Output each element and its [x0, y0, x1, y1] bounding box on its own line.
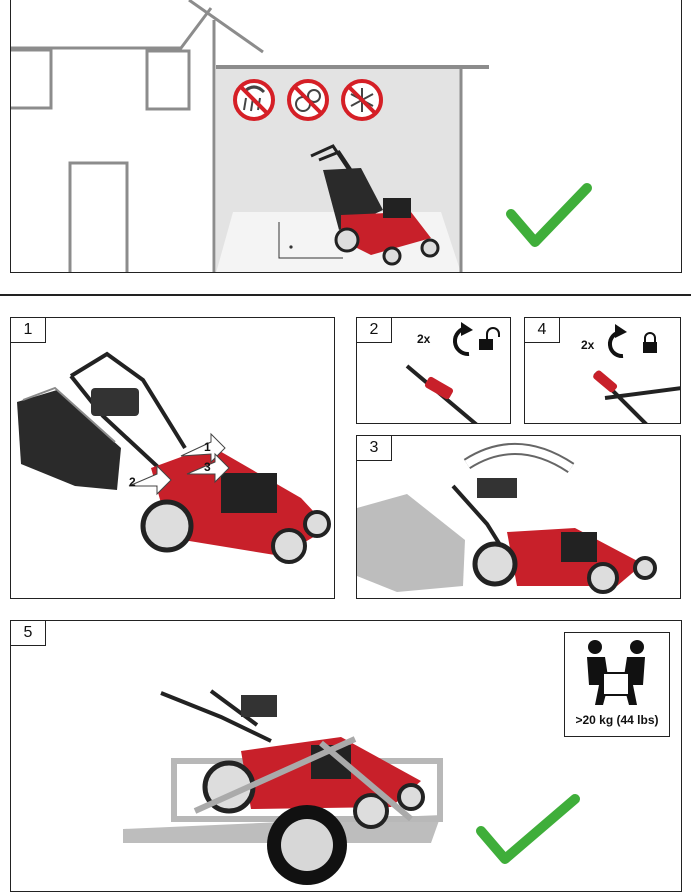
step4-drawing: [593, 324, 680, 423]
weight-label: >20 kg (44 lbs): [575, 713, 659, 727]
faded-grass-bag: [357, 494, 465, 592]
rotate-cw-icon: [608, 324, 627, 359]
unlock-icon: [479, 327, 500, 350]
step5-panel: 5 >20 kg (44 lbs): [10, 620, 682, 892]
arrow-2: [128, 464, 172, 496]
lift-warning-box: >20 kg (44 lbs): [564, 632, 670, 737]
section-divider: [0, 294, 691, 296]
stored-mower: [310, 144, 440, 266]
step5-drawing: [123, 689, 580, 885]
mower-handle: [69, 351, 187, 450]
step4-panel: 4 2x: [524, 317, 681, 424]
rotate-ccw-icon: [453, 322, 473, 357]
storage-scene-drawing: [11, 0, 592, 272]
house-roof: [11, 7, 213, 50]
strap-2: [319, 740, 413, 822]
no-children-icon: [287, 79, 329, 121]
house-door: [68, 161, 129, 272]
step1-number: 1: [11, 318, 46, 343]
step4-repeat-count: 2x: [581, 338, 595, 352]
step2-repeat-count: 2x: [417, 332, 431, 346]
step2-drawing: [405, 322, 500, 423]
arrow-1: [180, 432, 226, 464]
step3-number: 3: [357, 436, 392, 461]
level-angle-mark: [278, 222, 343, 259]
right-angle-dot: [289, 245, 293, 249]
callout-2: 2: [129, 475, 136, 489]
mower-wheel-front: [140, 499, 194, 553]
checkmark-icon: [506, 183, 592, 247]
step5-number: 5: [11, 621, 46, 646]
storage-scene-panel: [10, 0, 682, 273]
step2-panel: 2 2x: [356, 317, 511, 424]
step3-panel: 3: [356, 435, 681, 599]
no-frost-icon: [341, 79, 383, 121]
house-window-left: [11, 48, 53, 110]
arrow-3: [186, 452, 230, 484]
callout-3: 3: [204, 460, 211, 474]
step1-panel: 1 1 3 2: [10, 317, 335, 599]
step2-number: 2: [357, 318, 392, 343]
grass-bag: [17, 390, 121, 490]
lock-icon: [643, 332, 657, 353]
house-window-right: [145, 49, 191, 111]
callout-1: 1: [204, 440, 211, 454]
step3-drawing: [357, 442, 657, 594]
step1-drawing: [17, 351, 331, 564]
checkmark-icon-step5: [476, 794, 580, 864]
mower-wheel-rear: [271, 528, 307, 564]
two-person-lift-icon: [587, 640, 645, 705]
step4-number: 4: [525, 318, 560, 343]
roof-edge: [188, 0, 264, 54]
no-rain-icon: [233, 79, 275, 121]
